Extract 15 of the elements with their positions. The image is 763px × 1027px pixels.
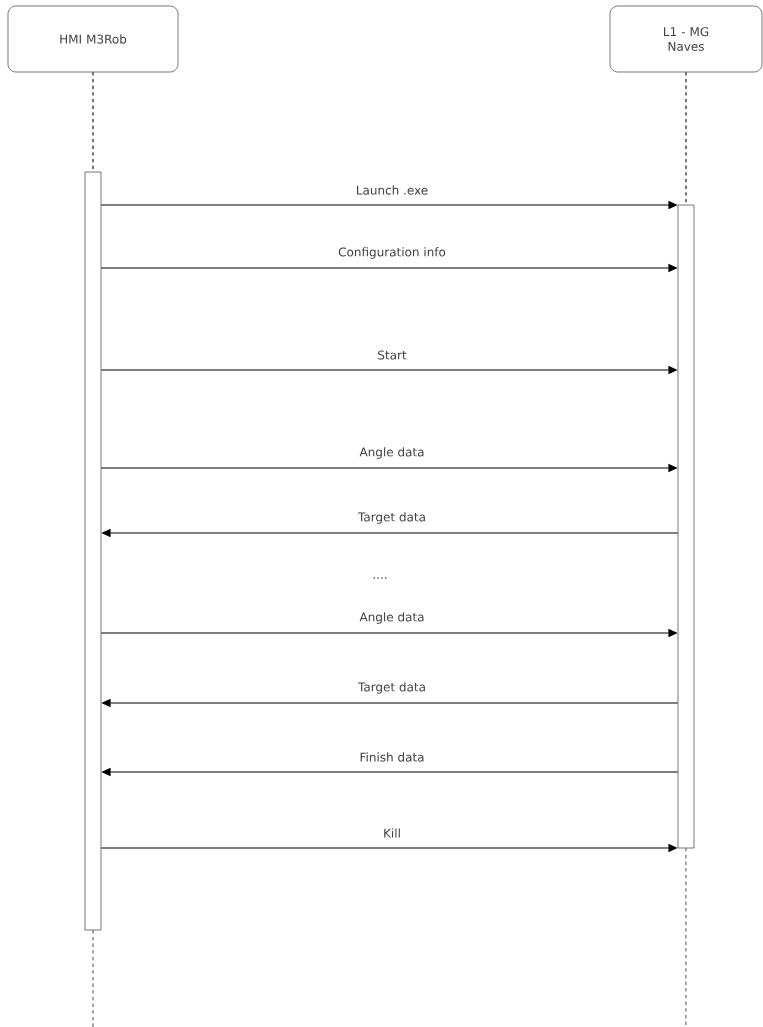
ellipsis-text: ....: [373, 577, 387, 579]
lifeline: [685, 71, 687, 206]
edge-label: Finish data: [358, 751, 426, 763]
edge-label: Launch .exe: [354, 184, 430, 196]
edge-label: Target data: [356, 510, 428, 526]
edge-label: Target data: [356, 680, 428, 696]
edge-label: Kill: [381, 827, 403, 839]
edge-label: Configuration info: [336, 245, 448, 261]
edge-label: Angle data: [358, 610, 426, 626]
activation-bar: [84, 171, 102, 931]
edge-label: Start: [376, 349, 408, 361]
edge-label: Angle data: [358, 445, 426, 461]
lifeline-box: HMI M3Rob: [7, 5, 179, 73]
activation-bar: [677, 204, 695, 849]
lifeline-box: L1 - MG Naves: [609, 5, 763, 73]
